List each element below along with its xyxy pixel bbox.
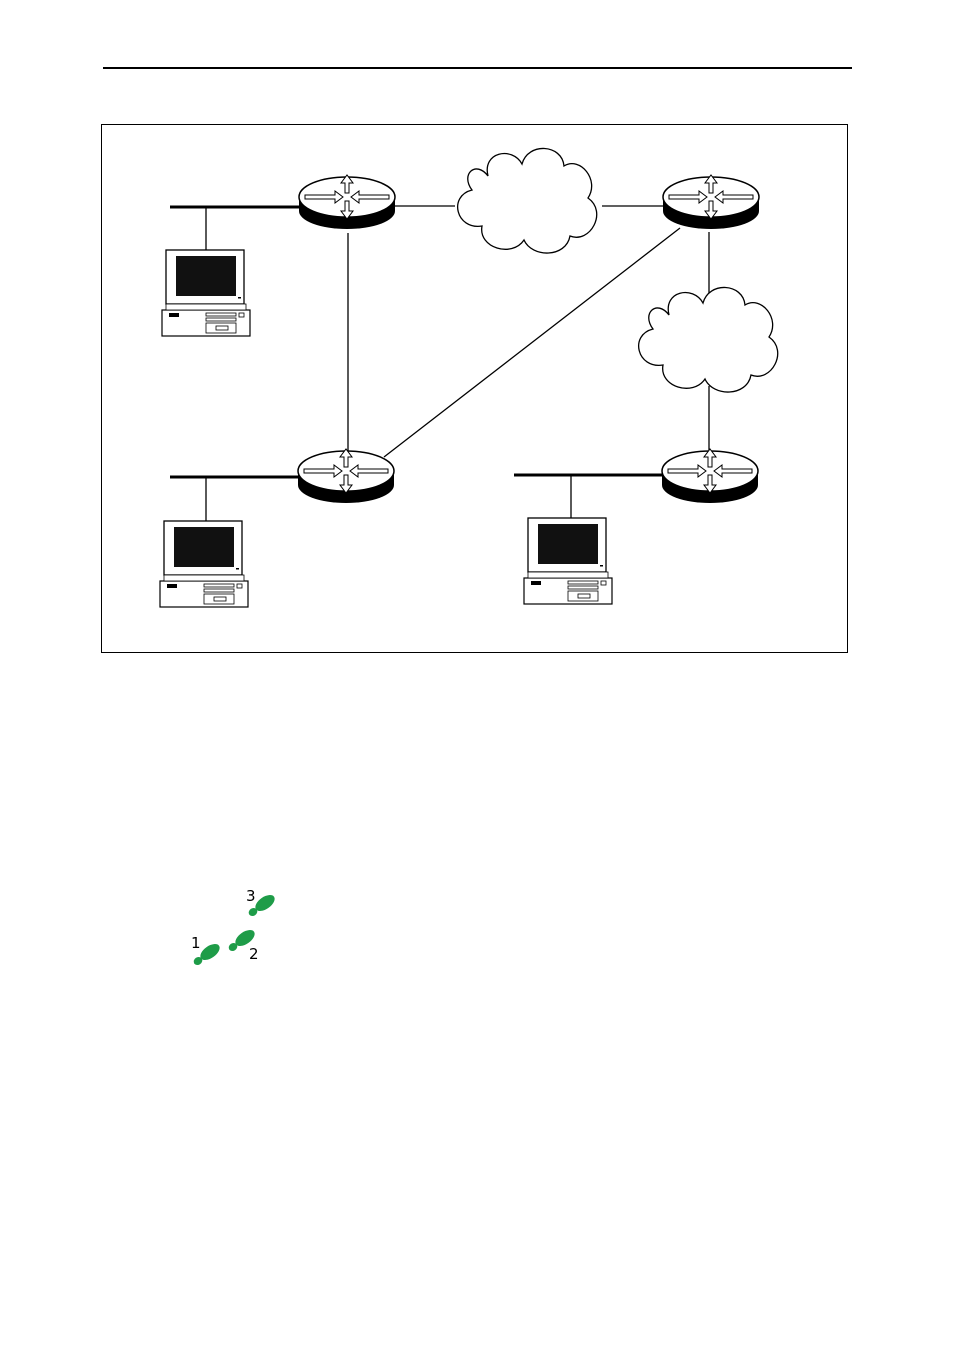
router-bottom-left-icon: [298, 449, 394, 503]
step-label-3: 3: [246, 887, 256, 905]
step-footprints: 3 1 2: [185, 880, 295, 975]
router-top-left-icon: [299, 175, 395, 229]
network-cloud-right: [639, 287, 778, 392]
network-cloud-top: [458, 148, 597, 253]
computer-bottom-right-icon: [524, 518, 612, 604]
links: [170, 206, 709, 521]
step-label-1: 1: [191, 934, 201, 952]
computer-bottom-left-icon: [160, 521, 248, 607]
step-label-2: 2: [249, 945, 259, 963]
router-bottom-right-icon: [662, 449, 758, 503]
computer-top-left-icon: [162, 250, 250, 336]
router-top-right-icon: [663, 175, 759, 229]
